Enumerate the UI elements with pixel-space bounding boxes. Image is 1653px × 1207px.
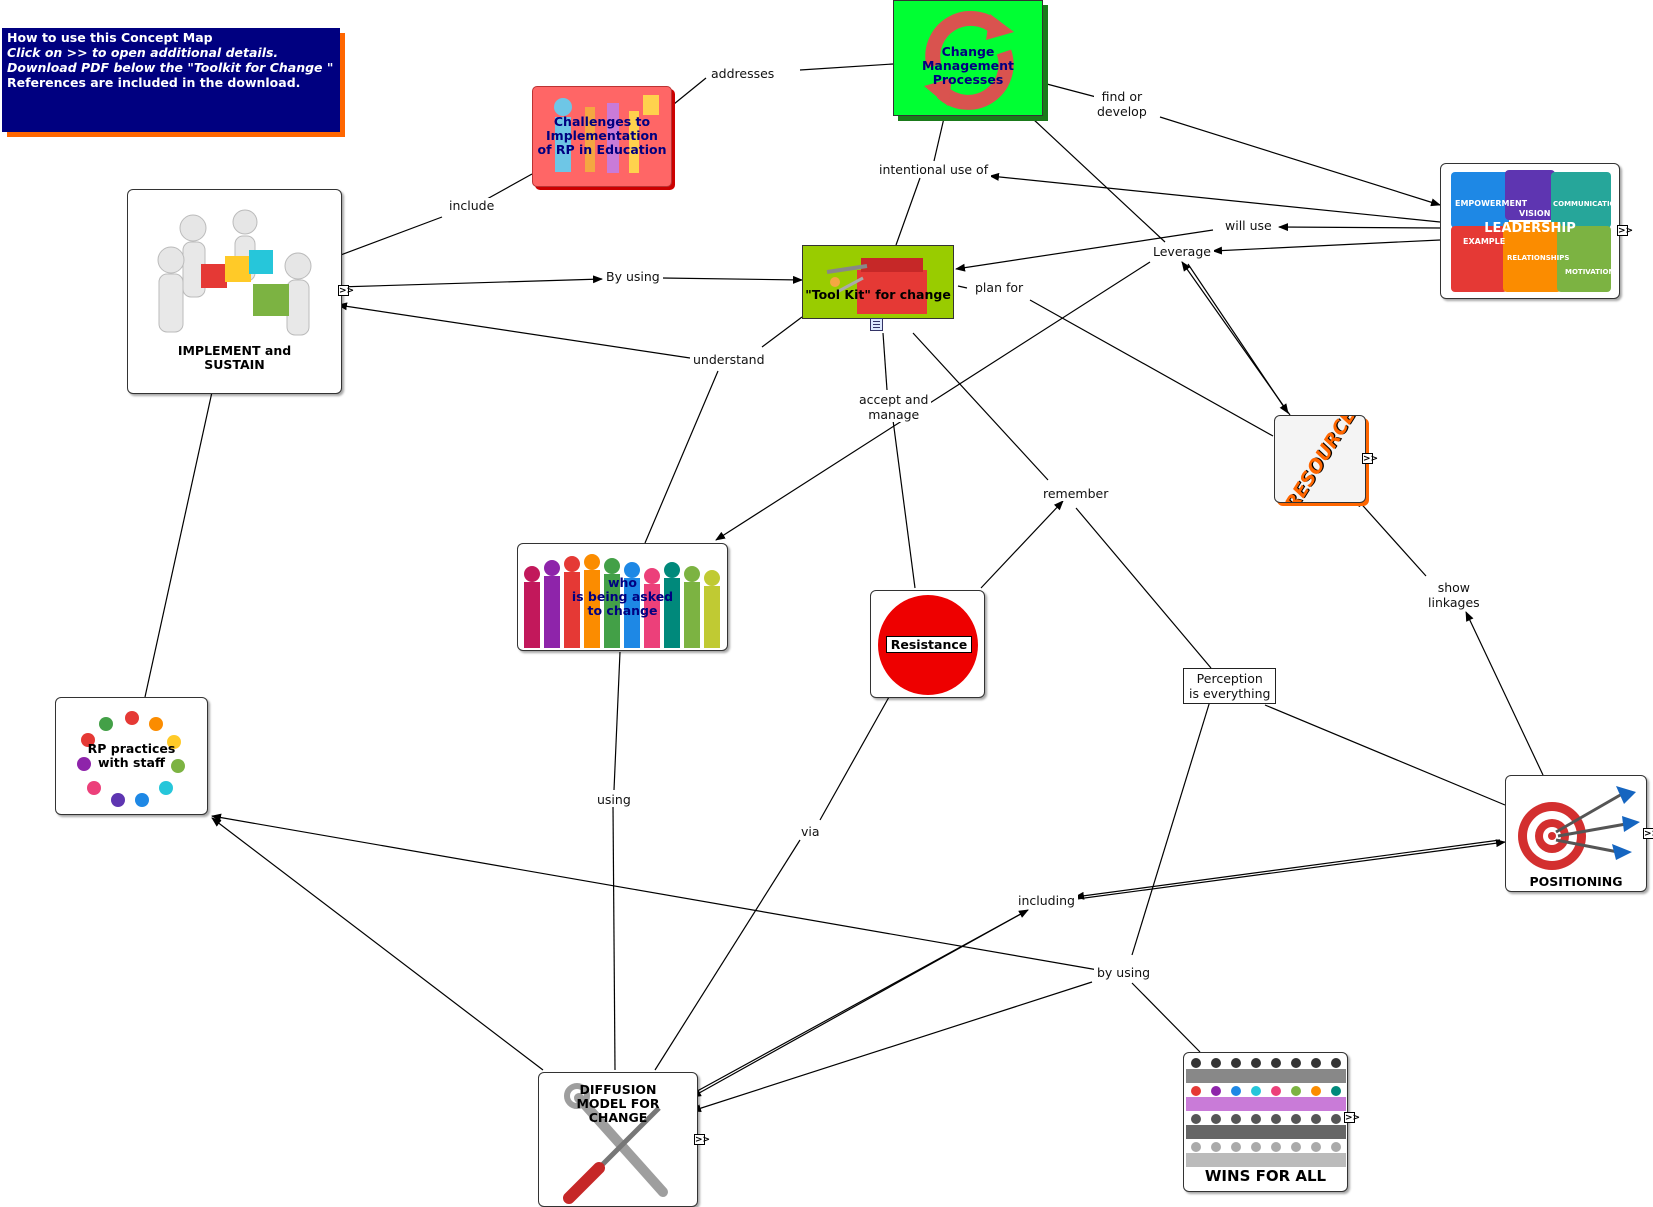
link-find-or-develop: find or develop (1094, 89, 1150, 119)
target-darts-icon (1518, 786, 1640, 870)
toolkit-node[interactable]: "Tool Kit" for change (802, 245, 954, 319)
link-leverage: Leverage (1150, 244, 1214, 259)
wins-node[interactable]: WINS FOR ALL (1183, 1052, 1348, 1192)
document-attachment-icon[interactable] (870, 318, 883, 331)
diffusion-expand-icon[interactable]: >> (694, 1134, 711, 1145)
who-label: who is being asked to change (571, 575, 674, 618)
change-management-label: Change Management Processes (921, 44, 1014, 87)
rp-practices-node[interactable]: RP practices with staff (55, 697, 208, 815)
challenges-label: Challenges to Implementation of RP in Ed… (537, 114, 667, 157)
diffusion-label: DIFFUSION MODEL FOR CHANGE (576, 1082, 660, 1125)
leadership-piece-motivation: MOTIVATION (1565, 268, 1613, 276)
leadership-piece-vision: VISION (1519, 209, 1550, 218)
link-accept-and-manage: accept and manage (856, 392, 932, 422)
link-by-using-top: By using (603, 269, 663, 284)
instructions-title: How to use this Concept Map (7, 30, 213, 45)
toolbox-icon (826, 258, 927, 314)
change-management-node[interactable]: Change Management Processes (893, 0, 1043, 116)
paper-doll-chains-icon (1186, 1058, 1346, 1167)
resources-label: RESOURCES (1280, 415, 1366, 503)
leadership-label: LEADERSHIP (1484, 221, 1576, 236)
leadership-piece-communication: COMMUNICATION (1553, 200, 1613, 208)
positioning-expand-icon[interactable]: >> (1643, 828, 1653, 839)
resistance-node[interactable]: Resistance (870, 590, 985, 698)
leadership-expand-icon[interactable]: >> (1617, 225, 1634, 236)
link-intentional-use-of: intentional use of (876, 162, 992, 177)
leadership-node[interactable]: EMPOWERMENT VISION COMMUNICATION EXAMPLE… (1440, 163, 1620, 299)
people-silhouettes-icon (554, 95, 659, 173)
link-plan-for: plan for (972, 280, 1027, 295)
link-show-linkages: show linkages (1425, 580, 1483, 610)
link-using: using (594, 792, 634, 807)
resistance-label: Resistance (886, 636, 972, 653)
link-include: include (446, 198, 498, 213)
instructions-click: Click on >> to open additional details. (7, 45, 279, 60)
resources-node[interactable]: RESOURCES (1274, 415, 1366, 503)
leadership-piece-example: EXAMPLE (1463, 237, 1505, 246)
instructions-download: Download PDF below the "Toolkit for Chan… (7, 60, 334, 75)
link-will-use: will use (1222, 218, 1275, 233)
implement-sustain-node[interactable]: IMPLEMENT and SUSTAIN (127, 189, 342, 394)
link-understand: understand (690, 352, 768, 367)
wrench-screwdriver-icon (563, 1083, 668, 1204)
cycle-arrows-icon (924, 10, 1014, 110)
rp-practices-label: RP practices with staff (87, 741, 176, 770)
leadership-piece-relationships: RELATIONSHIPS (1507, 254, 1569, 262)
implement-expand-icon[interactable]: >> (338, 285, 355, 296)
link-addresses: addresses (708, 66, 778, 81)
leadership-piece-empowerment: EMPOWERMENT (1455, 199, 1528, 208)
link-by-using-bottom: by using (1094, 965, 1154, 980)
puzzle-team-icon (157, 209, 312, 336)
positioning-label: POSITIONING (1529, 874, 1623, 889)
toolkit-label: "Tool Kit" for change (805, 287, 951, 302)
implement-sustain-label: IMPLEMENT and SUSTAIN (177, 343, 292, 372)
crowd-silhouettes-icon (524, 554, 720, 648)
perception-node[interactable]: Perception is everything (1183, 668, 1277, 704)
link-remember: remember (1040, 486, 1112, 501)
resources-expand-icon[interactable]: >> (1362, 453, 1379, 464)
challenges-node[interactable]: Challenges to Implementation of RP in Ed… (532, 86, 672, 187)
instructions-references: References are included in the download. (7, 75, 301, 90)
instructions-box: How to use this Concept Map Click on >> … (2, 28, 340, 132)
positioning-node[interactable]: POSITIONING (1505, 775, 1647, 892)
link-including: including (1015, 893, 1078, 908)
diffusion-node[interactable]: DIFFUSION MODEL FOR CHANGE (538, 1072, 698, 1207)
circle-of-people-icon (77, 711, 185, 807)
leadership-puzzle-icon: EMPOWERMENT VISION COMMUNICATION EXAMPLE… (1451, 170, 1613, 292)
wins-label: WINS FOR ALL (1204, 1167, 1327, 1185)
link-via: via (798, 824, 823, 839)
wins-expand-icon[interactable]: >> (1344, 1112, 1361, 1123)
who-node[interactable]: who is being asked to change (517, 543, 728, 651)
